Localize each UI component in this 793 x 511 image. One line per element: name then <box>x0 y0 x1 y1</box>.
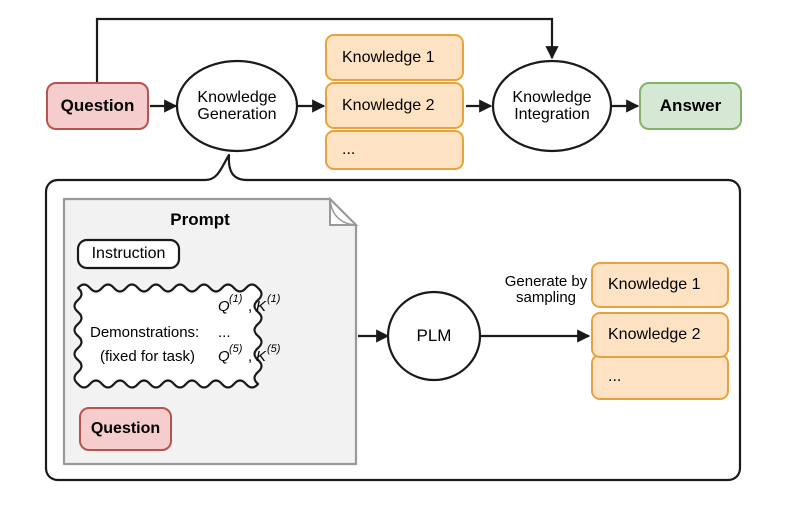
demo-q1-superscript: (1) <box>229 293 243 305</box>
demo-fixed-note: (fixed for task) <box>100 348 196 365</box>
demonstrations-row-2: Demonstrations: ... <box>90 322 330 346</box>
demo-q5-superscript: (5) <box>229 343 243 355</box>
demonstrations-content: Q (1) , K (1) Demonstrations: ... (fixed… <box>90 293 330 376</box>
prompt-document-fold <box>329 196 359 226</box>
demo-k1-superscript: (1) <box>267 293 281 305</box>
demo-comma-1: , <box>248 298 253 315</box>
prompt-document-fold-crease <box>329 198 357 226</box>
demonstrations-box[interactable] <box>73 283 263 389</box>
prompt-question-box[interactable] <box>79 407 172 451</box>
demo-q5: Q <box>218 348 230 365</box>
knowledge-card-top-3[interactable] <box>325 130 464 170</box>
plm-node[interactable] <box>386 290 482 382</box>
demonstrations-row-1: Q (1) , K (1) <box>90 293 330 320</box>
knowledge-card-bottom-2[interactable] <box>591 312 729 358</box>
answer-box[interactable] <box>639 82 742 130</box>
demo-k5-superscript: (5) <box>267 343 281 355</box>
knowledge-generation-node[interactable] <box>175 59 299 153</box>
demo-k5: K <box>256 348 267 365</box>
instruction-pill[interactable] <box>76 238 181 270</box>
knowledge-card-bottom-3[interactable] <box>591 354 729 400</box>
knowledge-card-top-1[interactable] <box>325 34 464 81</box>
demonstrations-row-3: (fixed for task) Q (5) , K (5) <box>90 343 330 370</box>
feedback-loop-arrow <box>95 17 559 83</box>
demo-label: Demonstrations: <box>90 324 200 341</box>
knowledge-card-bottom-1[interactable] <box>591 262 729 308</box>
question-box[interactable] <box>46 82 149 130</box>
demo-comma-2: , <box>248 348 253 365</box>
demo-ellipsis: ... <box>218 324 231 341</box>
demo-q1: Q <box>218 298 230 315</box>
demo-k1: K <box>256 298 267 315</box>
knowledge-card-top-2[interactable] <box>325 82 464 129</box>
knowledge-integration-node[interactable] <box>491 59 613 153</box>
